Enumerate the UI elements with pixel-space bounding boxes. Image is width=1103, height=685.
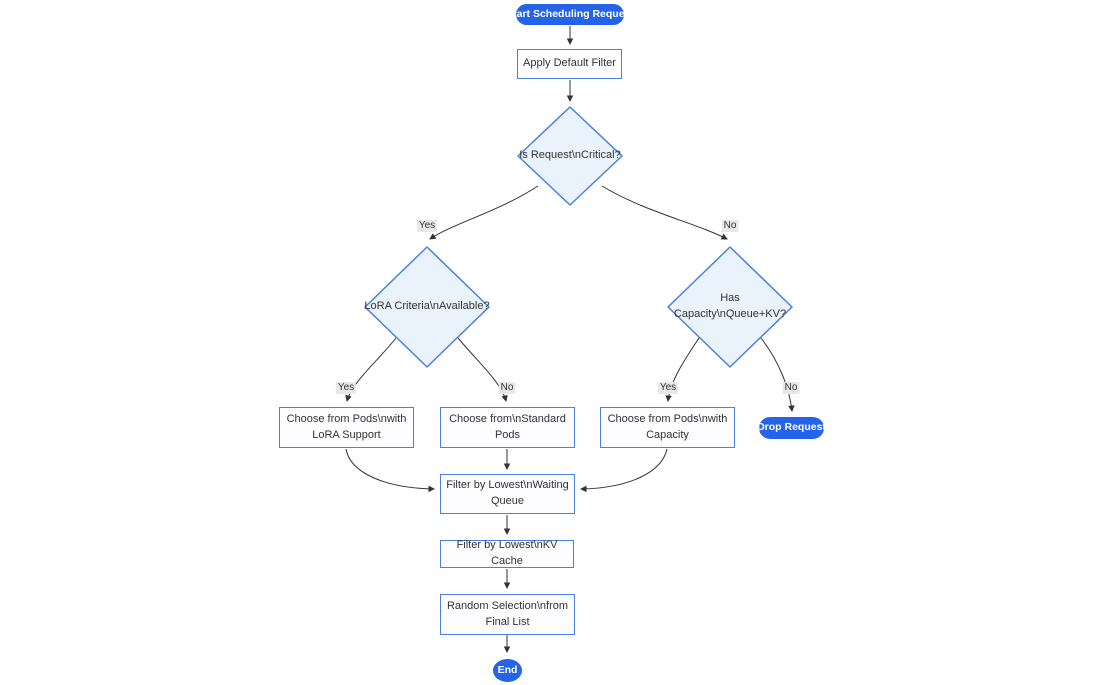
node-choose-pods-capacity: Choose from Pods\nwith Capacity (600, 407, 735, 448)
node-choose-pods-lora: Choose from Pods\nwith LoRA Support (279, 407, 414, 448)
node-random-selection: Random Selection\nfrom Final List (440, 594, 575, 635)
edge-lora-yes-to-choose-lora (345, 337, 397, 402)
edge-capacity-no-to-drop (760, 337, 795, 412)
node-drop-request: Drop Request (757, 417, 826, 439)
node-start: Start Scheduling Request (506, 4, 634, 25)
edge-label-critical-no: No (721, 220, 739, 232)
node-filter-waiting-queue: Filter by Lowest\nWaiting Queue (440, 474, 575, 514)
edge-choose-lora-to-filter-waiting (345, 448, 435, 493)
edge-critical-yes-to-lora (429, 185, 539, 240)
edge-label-capacity-yes: Yes (657, 382, 679, 394)
edge-capacity-yes-to-choose-capacity (665, 337, 700, 402)
node-apply-default-filter: Apply Default Filter (517, 49, 622, 79)
edge-critical-no-to-capacity (601, 185, 728, 240)
edge-lora-no-to-standard (457, 337, 508, 402)
edge-label-capacity-no: No (782, 382, 800, 394)
node-filter-kv-cache: Filter by Lowest\nKV Cache (440, 539, 574, 568)
edge-label-critical-yes: Yes (416, 220, 438, 232)
decision-shape-has-capacity (667, 246, 793, 368)
edge-label-lora-no: No (498, 382, 516, 394)
edge-choose-capacity-to-filter-waiting (580, 448, 668, 493)
node-end: End (493, 659, 522, 682)
decision-shape-lora-criteria (364, 246, 490, 368)
edge-label-lora-yes: Yes (335, 382, 357, 394)
decision-shape-is-request-critical (517, 106, 623, 206)
node-choose-standard-pods: Choose from\nStandard Pods (440, 407, 575, 448)
